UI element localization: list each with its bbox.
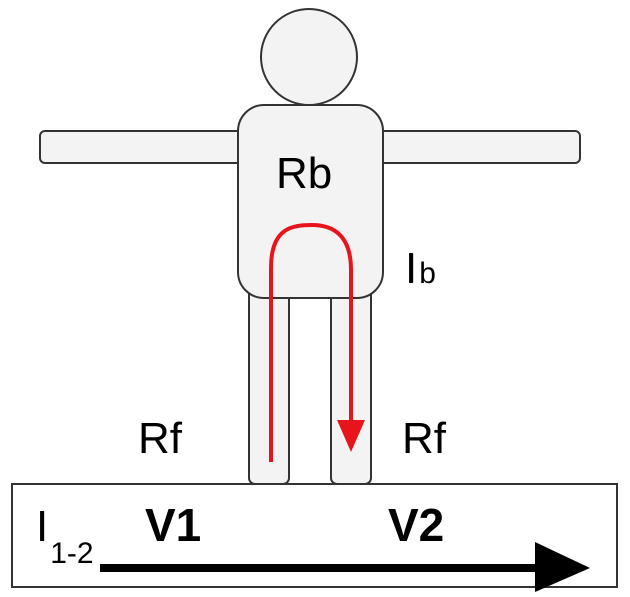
ground-current-label: I1-2 <box>36 502 94 570</box>
torso-shape <box>237 104 384 299</box>
right-arm-shape <box>371 130 581 164</box>
ground-current-arrowhead <box>535 542 590 592</box>
left-arm-shape <box>39 130 247 164</box>
body-resistance-label: Rb <box>276 149 332 198</box>
voltage-right-label: V2 <box>388 499 444 551</box>
body-current-path <box>269 222 353 462</box>
body-current-label: Ib <box>405 244 436 293</box>
body-current-arrowhead <box>337 420 365 452</box>
head-shape <box>260 8 358 106</box>
voltage-left-label: V1 <box>145 499 201 551</box>
foot-resistance-right-label: Rf <box>402 414 447 463</box>
foot-resistance-left-label: Rf <box>138 414 183 463</box>
